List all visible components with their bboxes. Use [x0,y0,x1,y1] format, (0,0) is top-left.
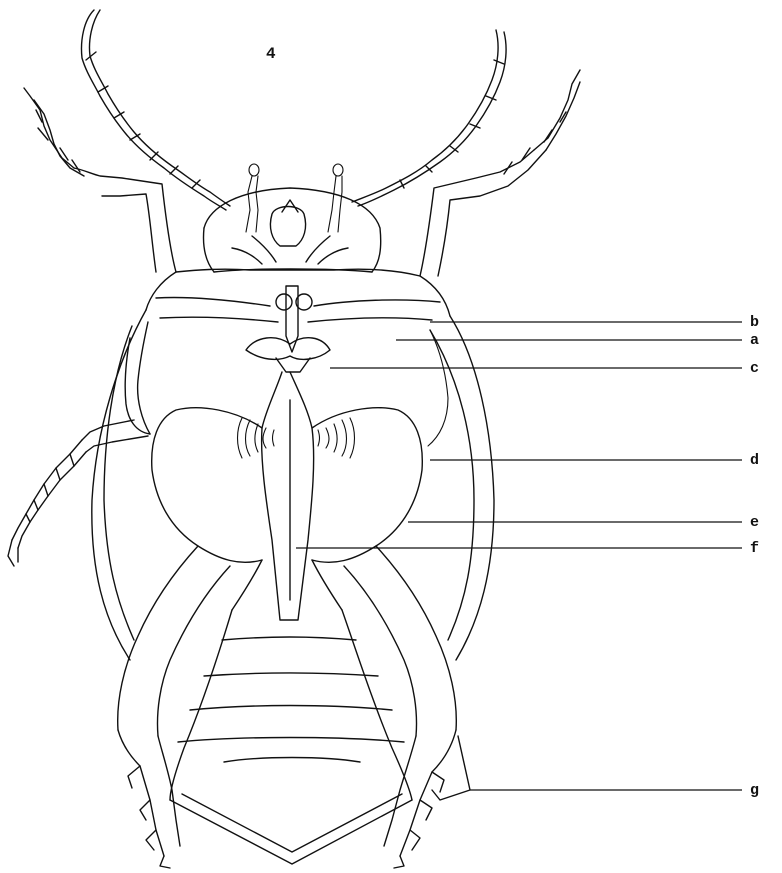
right-midleg [428,330,448,446]
right-antenna [352,30,506,206]
label-d: d [750,452,759,469]
abdomen [170,610,412,864]
part-labels: b a c d e f g [750,314,759,799]
head [203,188,380,272]
label-f: f [750,540,759,557]
label-g: g [750,782,759,799]
label-c: c [750,360,759,377]
left-foreleg [24,88,176,272]
left-hindleg [118,546,230,868]
label-e: e [750,514,759,531]
mesothorax [152,338,423,620]
figure-number: 4 [266,45,276,63]
palps [246,164,343,232]
right-foreleg [420,70,580,276]
left-midleg [8,322,150,566]
label-b: b [750,314,759,331]
label-a: a [750,332,759,349]
left-antenna [82,10,231,210]
leader-lines [296,322,742,790]
